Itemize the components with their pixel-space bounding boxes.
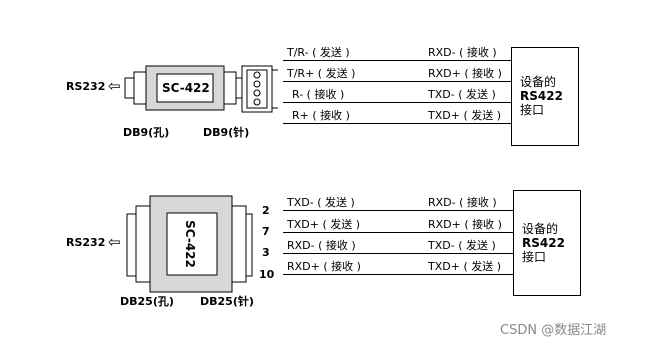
device-line3: 接口: [522, 250, 547, 264]
signal-left-2: TXD+ ( 发送 ): [287, 218, 361, 231]
signal-right-4: TXD+ ( 发送 ): [428, 260, 502, 273]
signal-left-3: RXD- ( 接收 ): [287, 239, 356, 252]
adapter-label-top: SC-422: [162, 81, 210, 95]
signal-left-4: RXD+ ( 接收 ): [287, 260, 361, 273]
signal-left-3: R- ( 接收 ): [292, 88, 345, 101]
device-label-bottom: 设备的 RS422 接口: [522, 222, 565, 264]
db25-male-label: DB25(针): [200, 295, 254, 308]
left-arrow-icon: ⇦: [108, 233, 121, 251]
adapter-label-bottom: SC-422: [182, 220, 197, 268]
pin-number: 2: [262, 204, 270, 217]
device-line1: 设备的: [520, 75, 557, 89]
signal-right-4: TXD+ ( 发送 ): [428, 109, 502, 122]
signal-left-4: R+ ( 接收 ): [292, 109, 350, 122]
pin-number: 3: [262, 246, 270, 259]
left-arrow-icon: ⇦: [108, 77, 121, 95]
device-box-top: [511, 47, 579, 146]
signal-left-1: T/R- ( 发送 ): [287, 46, 350, 59]
pin-number: 7: [262, 225, 270, 238]
db9-female-label: DB9(孔): [123, 126, 170, 139]
device-box-bottom: [513, 190, 581, 296]
device-line3: 接口: [520, 103, 545, 117]
pin-number: 10: [259, 268, 275, 281]
device-line1: 设备的: [522, 222, 559, 236]
rs232-label-top: RS232: [66, 80, 106, 93]
signal-left-1: TXD- ( 发送 ): [287, 196, 355, 209]
device-label-top: 设备的 RS422 接口: [520, 75, 563, 117]
signal-right-3: TXD- ( 发送 ): [428, 88, 496, 101]
signal-left-2: T/R+ ( 发送 ): [287, 67, 356, 80]
device-line2: RS422: [522, 236, 565, 250]
signal-right-3: TXD- ( 发送 ): [428, 239, 496, 252]
signal-right-1: RXD- ( 接收 ): [428, 46, 497, 59]
rs232-label-bottom: RS232: [66, 236, 106, 249]
watermark: CSDN @数据江湖: [500, 323, 607, 338]
signal-right-1: RXD- ( 接收 ): [428, 196, 497, 209]
device-line2: RS422: [520, 89, 563, 103]
db25-female-label: DB25(孔): [120, 295, 174, 308]
signal-right-2: RXD+ ( 接收 ): [428, 67, 502, 80]
db9-male-label: DB9(针): [203, 126, 250, 139]
signal-right-2: RXD+ ( 接收 ): [428, 218, 502, 231]
